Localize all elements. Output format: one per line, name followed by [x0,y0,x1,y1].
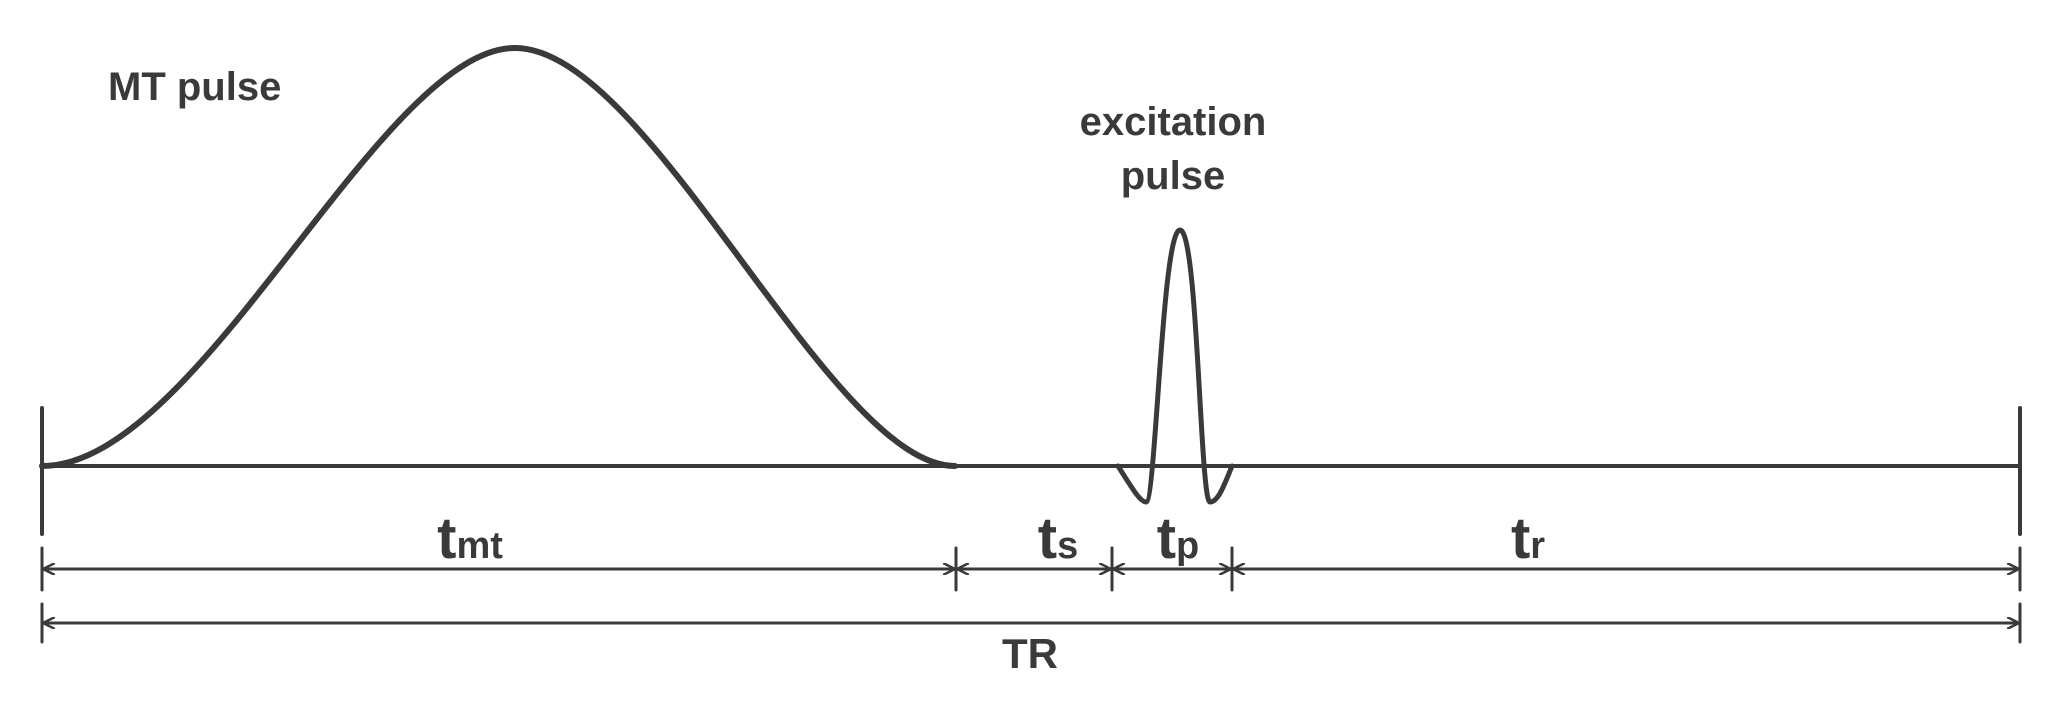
excitation-label-line2: pulse [1121,154,1225,198]
interval-label-tmt: tmt [437,506,503,571]
excitation-pulse-waveform [1115,227,1235,505]
interval-label-tp: tp [1157,506,1200,571]
tr-label: TR [1002,630,1058,677]
interval-dimensions [40,546,2022,592]
tr-dimension [40,602,2022,644]
interval-label-tr: tr [1511,506,1545,571]
interval-label-ts: ts [1038,506,1078,571]
mt-pulse-waveform [39,45,958,469]
excitation-label-line1: excitation [1080,100,1267,144]
mt-pulse-label: MT pulse [108,65,281,109]
